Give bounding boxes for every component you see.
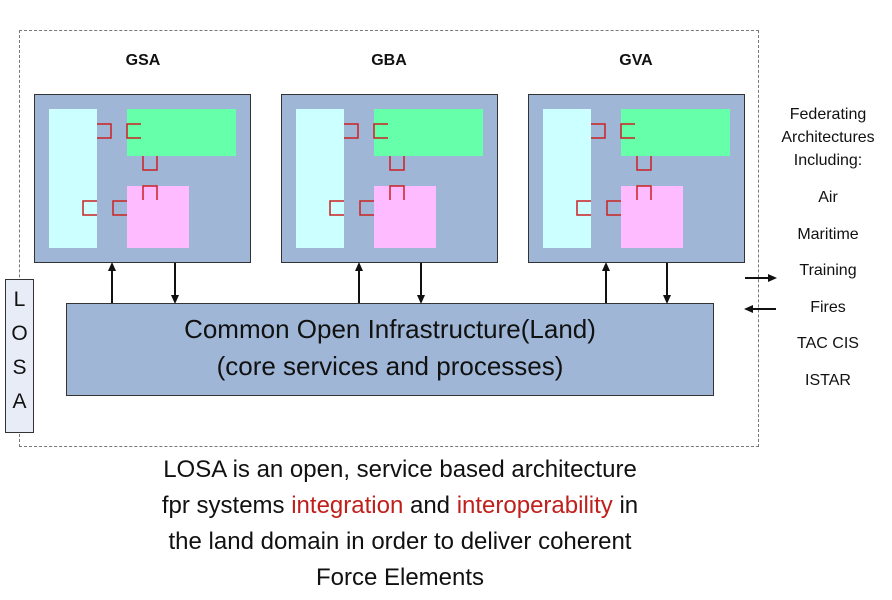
gsa-cyan-block — [49, 109, 97, 248]
caption-line-2: fpr systems integration and interoperabi… — [40, 488, 760, 524]
gsa-connector-5 — [82, 200, 97, 216]
gsa-connector-6 — [112, 200, 127, 216]
caption: LOSA is an open, service based architect… — [40, 452, 760, 596]
losa-label-box: L O S A — [5, 279, 34, 433]
gva-green-block — [621, 109, 730, 156]
gva-title: GVA — [619, 52, 653, 69]
gsa-connector-4 — [142, 185, 158, 200]
infrastructure-title: Common Open Infrastructure(Land) — [184, 314, 596, 344]
losa-letter-a: A — [12, 390, 27, 413]
federating-item-maritime: Maritime — [797, 226, 859, 243]
federating-item-air: Air — [818, 189, 838, 206]
caption-line-3: the land domain in order to deliver cohe… — [168, 528, 632, 555]
gba-title: GBA — [371, 52, 407, 69]
losa-letter-l: L — [13, 288, 26, 311]
gsa-components — [49, 109, 236, 248]
losa-letter-o: O — [11, 322, 28, 345]
gva-components — [543, 109, 730, 248]
gba-cyan-block — [296, 109, 344, 248]
gba-green-block — [374, 109, 483, 156]
losa-letter-s: S — [12, 356, 27, 379]
gsa-connector-2 — [126, 123, 141, 139]
gba-components — [296, 109, 483, 248]
federating-title-line-1: Federating — [789, 106, 867, 123]
common-infrastructure-box: Common Open Infrastructure(Land) (core s… — [66, 303, 714, 396]
federating-item-tac-cis: TAC CIS — [797, 335, 859, 352]
gsa-title: GSA — [125, 52, 161, 69]
gsa-pink-block — [127, 186, 189, 248]
gva-cyan-block — [543, 109, 591, 248]
gsa-connector-1 — [97, 123, 112, 139]
federating-item-training: Training — [799, 262, 857, 279]
federating-title-line-3: Including: — [793, 152, 863, 169]
gva-pink-block — [621, 186, 683, 248]
caption-line-1: LOSA is an open, service based architect… — [163, 456, 637, 483]
infrastructure-subtitle: (core services and processes) — [216, 351, 564, 381]
federating-title-line-2: Architectures — [781, 129, 875, 146]
caption-line-2-a: fpr systems — [161, 492, 292, 519]
gsa-connector-3 — [142, 156, 158, 171]
federating-item-istar: ISTAR — [805, 372, 851, 389]
caption-highlight-integration: integration — [291, 492, 404, 519]
caption-highlight-interoperability: interoperability — [456, 492, 613, 519]
federating-item-fires: Fires — [810, 299, 846, 316]
gsa-green-block — [127, 109, 236, 156]
gba-pink-block — [374, 186, 436, 248]
losa-boundary — [19, 30, 759, 447]
caption-line-2-c: in — [612, 492, 639, 519]
caption-line-4: Force Elements — [315, 564, 485, 591]
caption-line-2-b: and — [403, 492, 457, 519]
